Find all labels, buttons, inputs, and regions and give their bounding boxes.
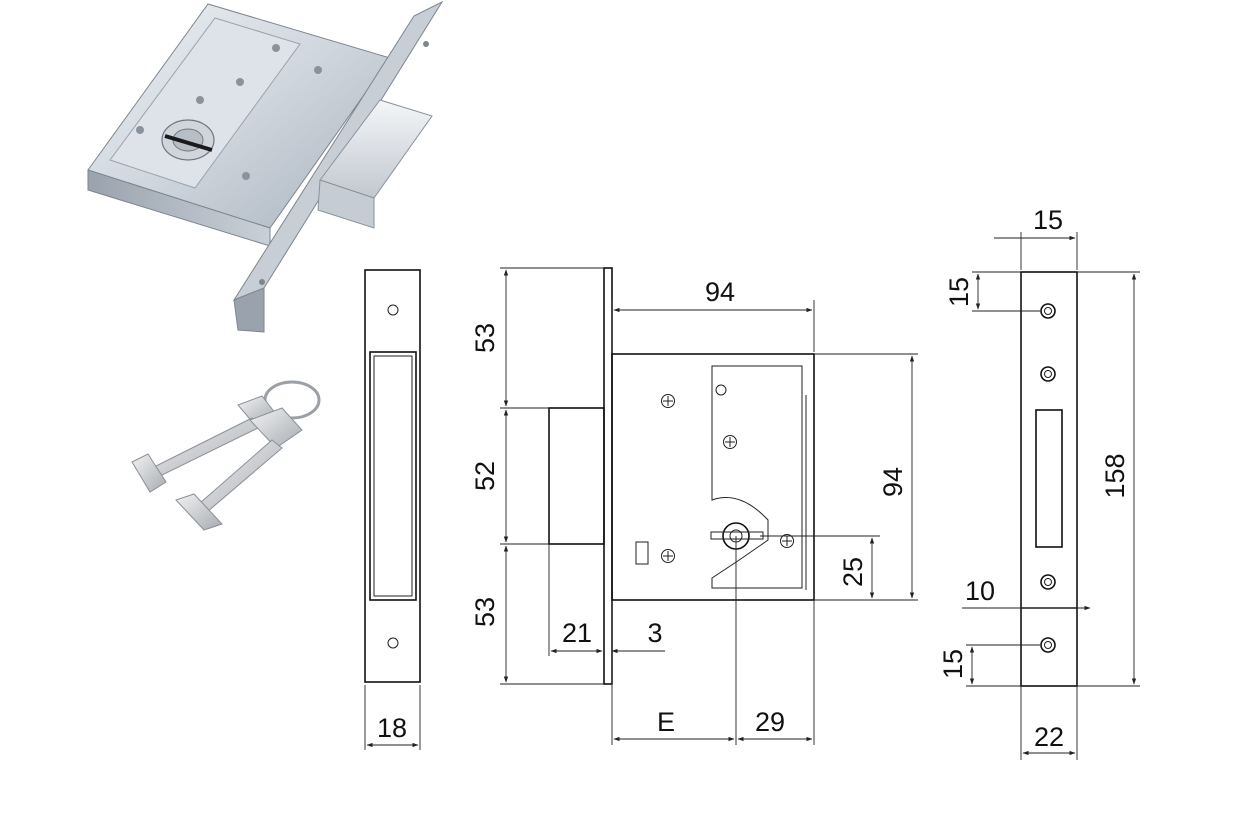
front-plate-outline	[364, 269, 421, 683]
side-bottom-label: 53	[470, 597, 500, 627]
side-faceplate	[603, 267, 613, 685]
side-plate-label: 3	[647, 618, 662, 648]
strike-outline	[1020, 271, 1078, 687]
side-middle-label: 52	[470, 461, 500, 491]
latch-square	[635, 541, 649, 565]
bolt-slot	[369, 351, 417, 601]
body-outline	[611, 353, 815, 601]
side-view: 53 52 53 21 3	[470, 267, 665, 685]
side-bolt	[548, 407, 605, 545]
strike-plate-view: 15 15 158 10 15 22	[938, 205, 1140, 760]
front-plate-width-label: 18	[377, 713, 407, 743]
side-top-label: 53	[470, 323, 500, 353]
keyhole-icon	[710, 522, 764, 550]
two-keys-photo	[131, 380, 321, 531]
front-plate-view: 18	[364, 269, 421, 750]
strike-height-label: 158	[1100, 453, 1130, 498]
mortise-lock-photo	[87, 0, 444, 333]
inner-plate	[711, 365, 803, 589]
strike-top-hole-label: 15	[944, 277, 974, 307]
lock-body-view: 94 94 25 E 29	[611, 277, 918, 745]
side-bolt-label: 21	[562, 618, 592, 648]
front-plate-bottom-hole	[387, 637, 399, 649]
strike-top-width-label: 15	[1033, 205, 1063, 235]
screw-icon	[661, 394, 794, 563]
key-right-label: 29	[755, 707, 785, 737]
strike-gap-label: 10	[965, 576, 995, 606]
backset-label: E	[657, 707, 675, 737]
front-plate-top-hole	[387, 304, 399, 316]
screw-hole-icon	[1040, 303, 1056, 653]
strike-bottom-width-label: 22	[1034, 722, 1064, 752]
key-offset-label: 25	[838, 557, 868, 587]
body-height-label: 94	[878, 467, 908, 497]
body-width-label: 94	[705, 277, 735, 307]
strike-bottom-hole-label: 15	[938, 649, 968, 679]
strike-slot	[1035, 409, 1063, 548]
